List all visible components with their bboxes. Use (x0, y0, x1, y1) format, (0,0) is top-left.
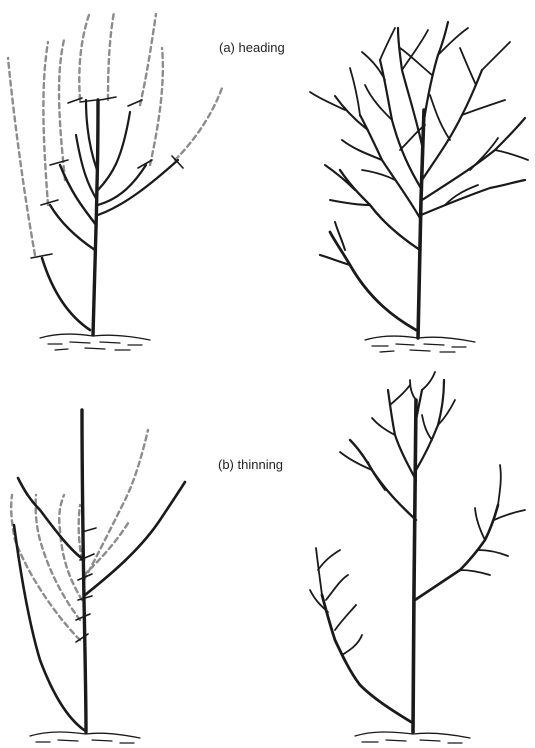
heading-after-soil (365, 336, 475, 352)
heading-before-soil (40, 334, 150, 350)
thinning-removed-growth (11, 430, 148, 640)
thinning-after-soil (355, 732, 470, 743)
heading-after-tree (310, 22, 528, 352)
thinning-before-tree (11, 410, 185, 743)
thinning-after-tree (310, 372, 525, 743)
caption-heading: (a) heading (219, 40, 285, 55)
heading-before-tree (8, 12, 222, 350)
caption-thinning: (b) thinning (218, 457, 283, 472)
heading-removed-growth (8, 12, 222, 255)
thinning-before-soil (30, 732, 140, 743)
